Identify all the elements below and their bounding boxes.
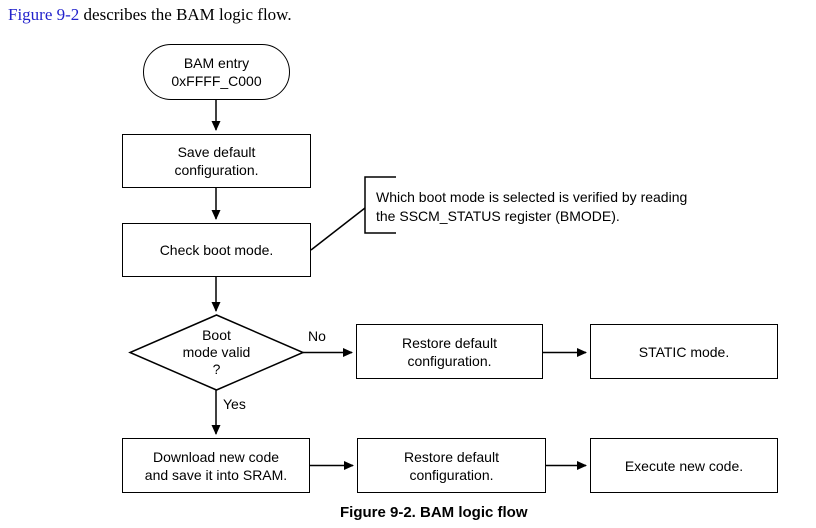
decision-diamond-shape	[128, 314, 305, 391]
node-download-new-code: Download new code and save it into SRAM.	[122, 438, 310, 493]
annotation-leader-line	[310, 207, 366, 251]
node-check-boot-mode: Check boot mode.	[122, 223, 311, 277]
node-restore-default-configuration-yes: Restore default configuration.	[357, 438, 546, 493]
edge-label-yes: Yes	[223, 396, 246, 412]
figure-caption: Figure 9-2. BAM logic flow	[340, 504, 528, 521]
node-save-default-configuration: Save default configuration.	[122, 134, 311, 188]
annotation-boot-mode-note: Which boot mode is selected is verified …	[376, 189, 688, 224]
node-restore-default-configuration-no: Restore default configuration.	[356, 324, 543, 379]
intro-text: describes the BAM logic flow.	[79, 5, 292, 24]
node-boot-mode-valid-decision: Boot mode valid ?	[182, 326, 251, 377]
intro-sentence: Figure 9-2 describes the BAM logic flow.	[8, 5, 292, 25]
node-bam-entry: BAM entry 0xFFFF_C000	[143, 44, 290, 100]
annotation-bracket	[364, 176, 396, 234]
figure-9-2-link[interactable]: Figure 9-2	[8, 5, 80, 24]
node-static-mode: STATIC mode.	[590, 324, 778, 379]
edge-label-no: No	[308, 328, 326, 344]
node-execute-new-code: Execute new code.	[590, 438, 778, 493]
